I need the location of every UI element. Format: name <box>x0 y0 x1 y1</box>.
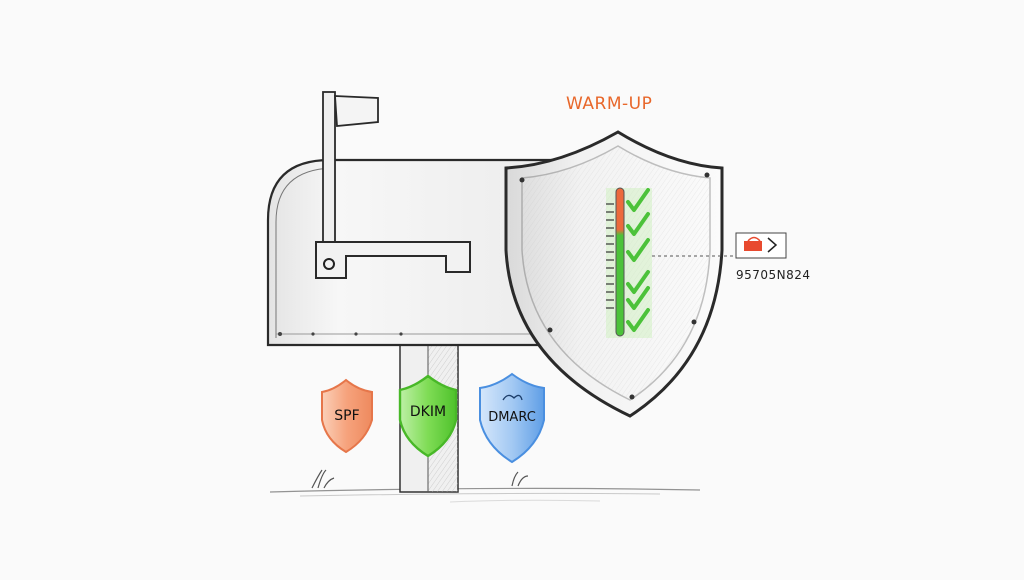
dmarc-shield <box>479 372 545 464</box>
spf-shield <box>321 378 373 454</box>
tag-code-label: 95705N824 <box>736 268 811 282</box>
dkim-shield <box>398 374 458 458</box>
mailbox <box>266 91 554 347</box>
security-shield <box>504 130 738 418</box>
dkim-label: DKIM <box>409 404 447 420</box>
dmarc-label: DMARC <box>488 410 536 425</box>
warmup-label: WARM-UP <box>566 94 653 114</box>
side-tag <box>735 232 787 259</box>
ground <box>269 469 701 503</box>
spf-label: SPF <box>334 408 360 424</box>
